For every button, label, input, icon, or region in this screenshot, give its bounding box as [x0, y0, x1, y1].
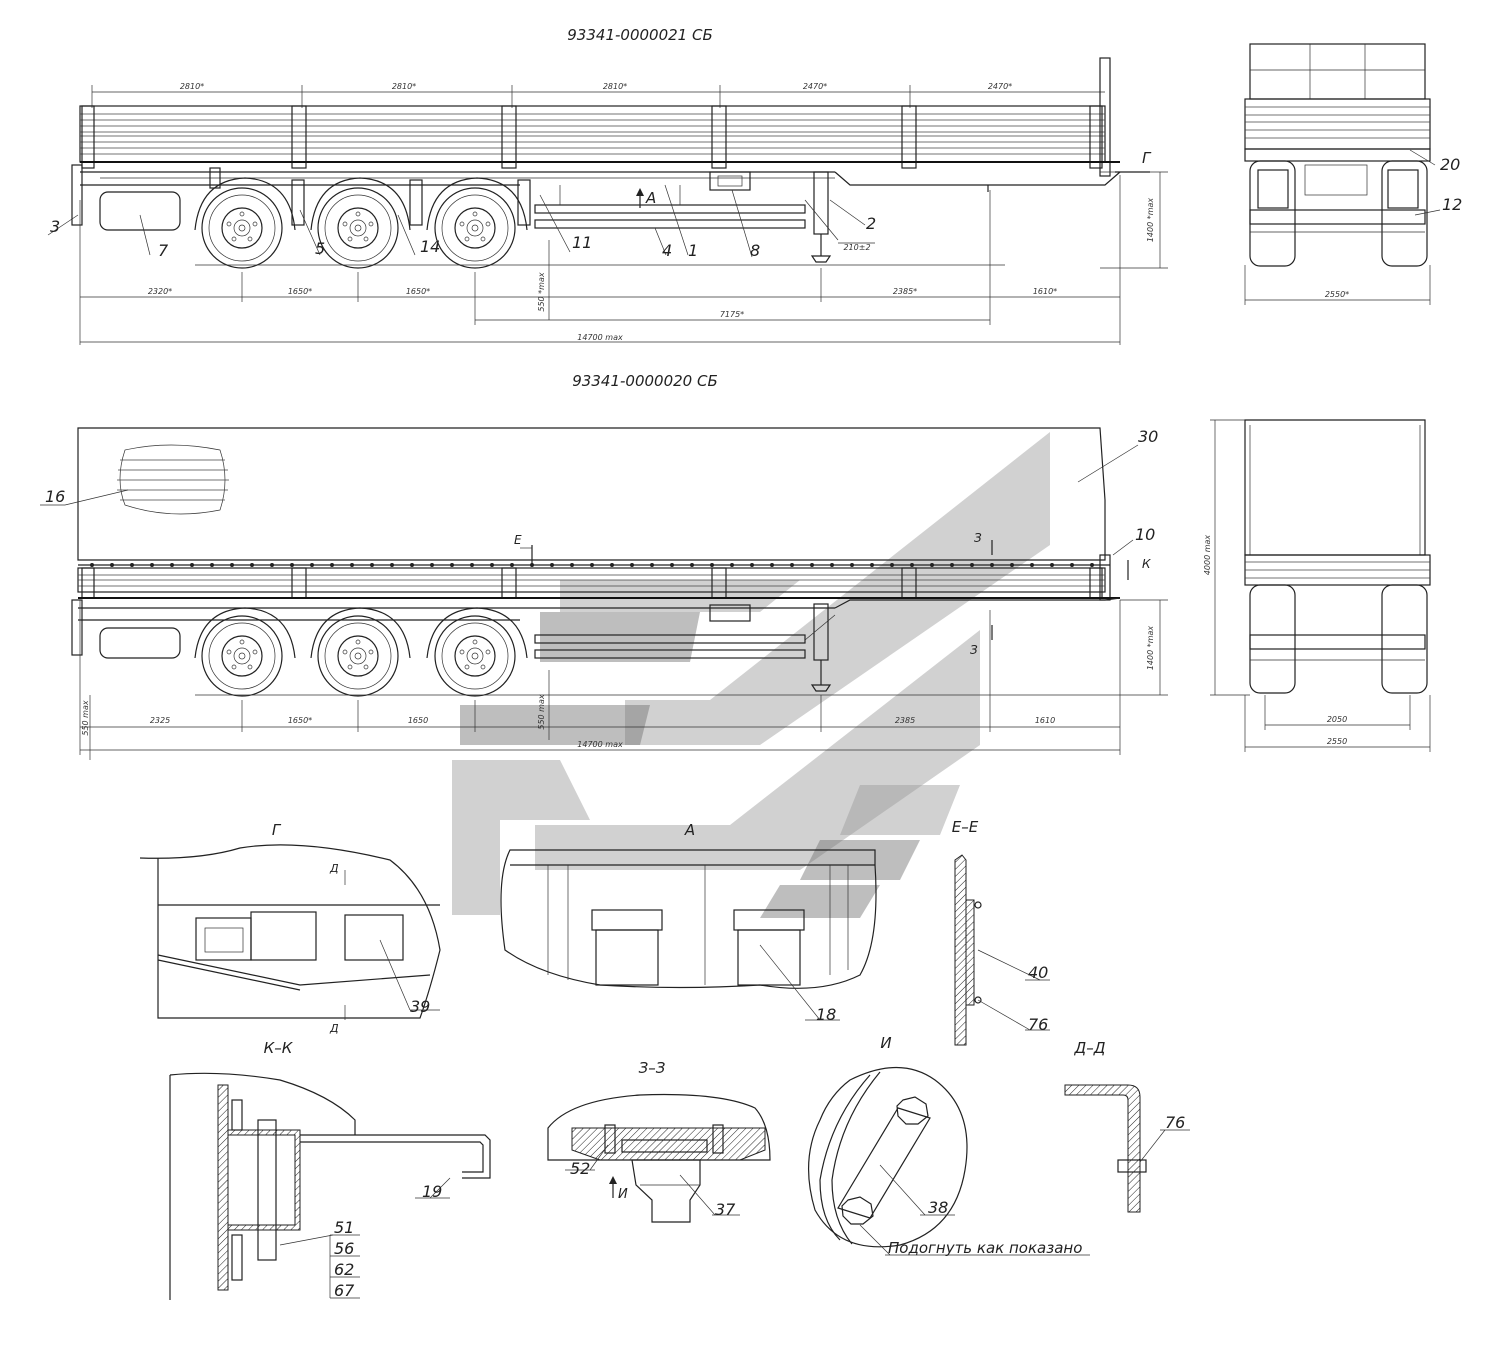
detail-A-title: А [684, 821, 695, 839]
top-dim-jack: 210±2 [843, 243, 870, 252]
detail-ZZ: З–З 52 37 И [547, 1059, 771, 1223]
callout-19: 19 [422, 1182, 442, 1201]
callout-1: 1 [688, 241, 698, 260]
view-G-marker: Г [1142, 149, 1152, 167]
detail-EE: Е–Е 40 76 [952, 818, 1050, 1046]
section-E-marker: Е [514, 533, 522, 547]
detail-EE-title: Е–Е [952, 818, 979, 836]
callout-18: 18 [816, 1005, 836, 1024]
callout-67: 67 [334, 1281, 355, 1300]
callout-2: 2 [866, 214, 876, 233]
detail-A: А 18 [500, 821, 877, 1024]
top-rear-width: 2550* [1325, 290, 1349, 299]
detail-G-cut-top: Д [329, 862, 339, 875]
callout-11: 11 [572, 233, 592, 252]
top-side-view: 2810* 2810* 2810* 2470* 2470* [71, 57, 1168, 345]
callout-62: 62 [334, 1260, 354, 1279]
callout-52: 52 [570, 1159, 590, 1178]
top-dim-bottom-4: 2385* [893, 287, 917, 296]
section-Z-top-marker: З [974, 531, 982, 545]
detail-KK-title: К–К [264, 1039, 294, 1057]
detail-I-note: Подогнуть как показано [888, 1239, 1082, 1257]
bottom-view-title: 93341-0000020 СБ [572, 372, 717, 390]
top-dim-section-5: 2470* [988, 82, 1012, 91]
top-callouts: 3 7 5 14 11 4 1 8 2 [47, 184, 876, 260]
callout-37: 37 [715, 1200, 736, 1219]
bottom-dim-overall: 14700 max [577, 740, 623, 749]
top-dim-section-1: 2810* [180, 82, 204, 91]
callout-76-ee: 76 [1028, 1015, 1048, 1034]
top-dim-section-3: 2810* [603, 82, 627, 91]
top-dim-ground: 550 *max [537, 272, 546, 312]
top-dim-bottom-1: 2320* [148, 287, 172, 296]
bottom-dim-5: 1610 [1035, 716, 1055, 725]
bottom-dim-1: 2325 [150, 716, 170, 725]
bottom-dim-ground-left: 550 max [81, 700, 90, 736]
detail-G-cut-bottom: Д [329, 1022, 339, 1035]
top-dim-section-2: 2810* [392, 82, 416, 91]
top-dim-bottom-3: 1650* [406, 287, 430, 296]
detail-KK: К–К 19 51 56 62 67 [169, 1039, 491, 1300]
view-I-marker: И [618, 1187, 628, 1202]
callout-4: 4 [662, 241, 672, 260]
section-Z-bottom-marker: З [970, 643, 978, 657]
detail-G: Г Д Д 39 [139, 821, 441, 1035]
detail-DD-title: Д–Д [1074, 1039, 1106, 1057]
callout-3: 3 [50, 217, 60, 236]
detail-DD: Д–Д 76 [1064, 1039, 1190, 1213]
callout-40: 40 [1028, 963, 1048, 982]
top-dim-wheelbase: 7175* [720, 310, 744, 319]
rear-dim-width: 2550 [1327, 737, 1347, 746]
bottom-dim-2: 1650* [288, 716, 312, 725]
watermark-logo [452, 432, 1050, 918]
callout-16: 16 [45, 487, 65, 506]
bottom-side-view: 1400 *max 550 max 550 max 2325 1650* 165… [71, 427, 1168, 760]
detail-I: И 38 Подогнуть как показано [808, 1034, 1090, 1257]
top-dim-bottom-2: 1650* [288, 287, 312, 296]
callout-14: 14 [420, 237, 440, 256]
view-A-marker: A [645, 189, 656, 207]
callout-30: 30 [1138, 427, 1158, 446]
bottom-dim-height: 1400 *max [1146, 626, 1155, 671]
rear-dim-height: 4000 max [1203, 535, 1212, 576]
section-K-marker: К [1142, 557, 1151, 571]
detail-G-title: Г [272, 821, 282, 839]
callout-51: 51 [334, 1218, 354, 1237]
callout-76-dd: 76 [1165, 1113, 1185, 1132]
top-rear-view: 2550* 20 12 [1244, 43, 1462, 305]
callout-10: 10 [1135, 525, 1155, 544]
top-view-title: 93341-0000021 СБ [567, 26, 712, 44]
rear-dim-inner: 2050 [1327, 715, 1347, 724]
top-dim-height: 1400 *max [1146, 198, 1155, 243]
callout-39: 39 [410, 997, 430, 1016]
bottom-dim-4: 2385 [895, 716, 915, 725]
callout-12: 12 [1442, 195, 1462, 214]
callout-38: 38 [928, 1198, 948, 1217]
top-dim-section-4: 2470* [803, 82, 827, 91]
callout-56: 56 [334, 1239, 354, 1258]
bottom-dim-3: 1650 [408, 716, 428, 725]
callout-8: 8 [750, 241, 760, 260]
callout-5: 5 [315, 239, 325, 258]
detail-ZZ-title: З–З [639, 1059, 666, 1077]
top-dim-bottom-5: 1610* [1033, 287, 1057, 296]
callout-20: 20 [1440, 155, 1460, 174]
bottom-rear-view: 4000 max 2050 2550 [1203, 419, 1431, 752]
bottom-callouts: 16 30 10 [40, 427, 1158, 556]
detail-I-title: И [880, 1034, 891, 1052]
top-dim-overall: 14700 max [577, 333, 623, 342]
callout-7: 7 [158, 241, 169, 260]
bottom-dim-ground-mid: 550 max [537, 694, 546, 730]
